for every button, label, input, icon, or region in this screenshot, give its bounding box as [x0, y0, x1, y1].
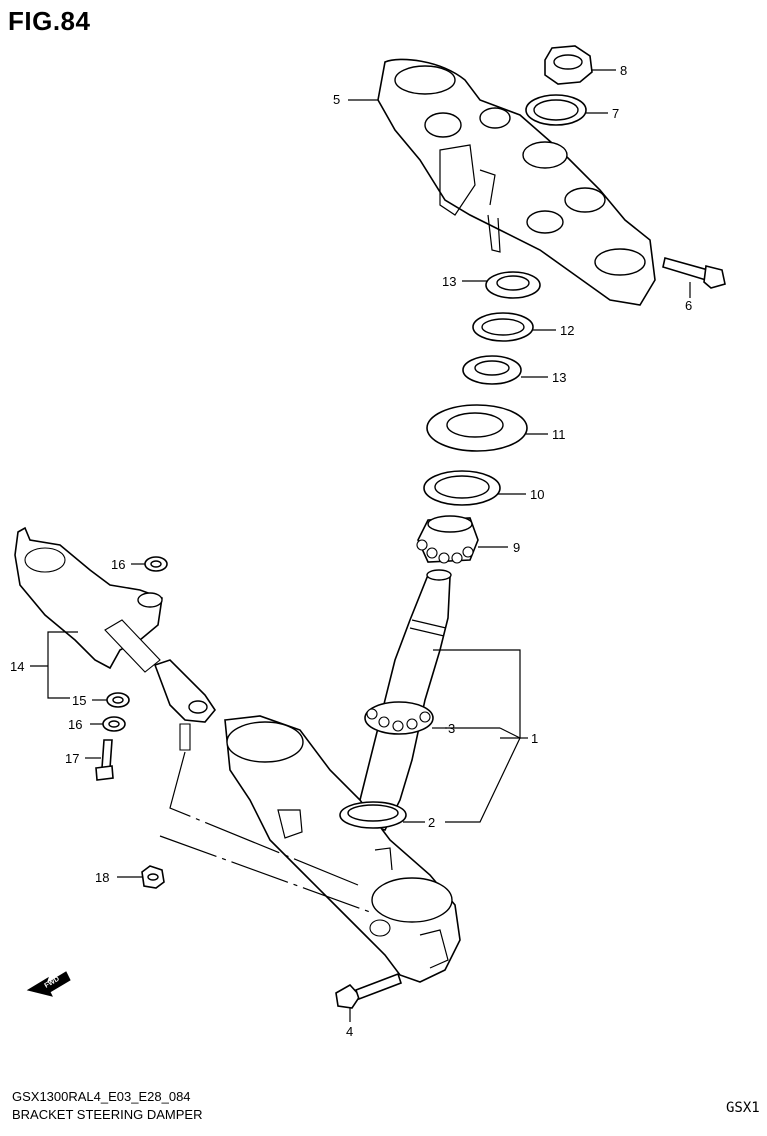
- part-label-10[interactable]: 10: [530, 487, 544, 502]
- steering-damper[interactable]: [14, 526, 216, 751]
- part-label-5[interactable]: 5: [333, 92, 340, 107]
- bearing-9[interactable]: [416, 515, 479, 564]
- part-label-16-lower[interactable]: 16: [68, 717, 82, 732]
- bearing-3[interactable]: [364, 701, 434, 735]
- part-label-1[interactable]: 1: [531, 731, 538, 746]
- diagram-code: GSX1300RAL4_E03_E28_084: [12, 1089, 191, 1104]
- part-label-9[interactable]: 9: [513, 540, 520, 555]
- washer-16-upper[interactable]: [144, 556, 168, 572]
- figure-title: FIG.84: [8, 6, 91, 36]
- part-label-18[interactable]: 18: [95, 870, 109, 885]
- part-label-13-upper[interactable]: 13: [442, 274, 456, 289]
- dust-seal-11[interactable]: [426, 404, 528, 452]
- part-label-15[interactable]: 15: [72, 693, 86, 708]
- part-label-13-lower[interactable]: 13: [552, 370, 566, 385]
- seal-2[interactable]: [339, 801, 407, 829]
- washer-16-lower[interactable]: [102, 716, 126, 732]
- nut-15[interactable]: [106, 692, 130, 708]
- upper-bracket[interactable]: [377, 58, 656, 306]
- forward-arrow-icon: FWD: [26, 971, 71, 997]
- bolt-17[interactable]: [95, 739, 114, 781]
- part-label-6[interactable]: 6: [685, 298, 692, 313]
- part-label-4[interactable]: 4: [346, 1024, 353, 1039]
- washer-7[interactable]: [525, 94, 587, 126]
- lock-nut-lower[interactable]: [462, 355, 522, 385]
- part-label-3[interactable]: 3: [448, 721, 455, 736]
- part-label-11[interactable]: 11: [552, 427, 566, 442]
- washer-10[interactable]: [423, 470, 501, 506]
- lock-nut-upper[interactable]: [485, 271, 541, 299]
- washer-12[interactable]: [472, 312, 534, 342]
- model-code: GSX1: [726, 1100, 760, 1116]
- diagram-name: BRACKET STEERING DAMPER: [12, 1107, 203, 1122]
- bolt-6[interactable]: [662, 257, 726, 289]
- part-label-8[interactable]: 8: [620, 63, 627, 78]
- part-label-12[interactable]: 12: [560, 323, 574, 338]
- nut-18[interactable]: [141, 865, 165, 889]
- part-label-16-upper[interactable]: 16: [111, 557, 125, 572]
- part-label-14[interactable]: 14: [10, 659, 24, 674]
- part-label-17[interactable]: 17: [65, 751, 79, 766]
- part-label-7[interactable]: 7: [612, 106, 619, 121]
- part-label-2[interactable]: 2: [428, 815, 435, 830]
- bolt-4[interactable]: [335, 972, 403, 1009]
- steering-stem-lower-bracket[interactable]: [224, 569, 461, 983]
- steering-stem-nut[interactable]: [544, 45, 593, 85]
